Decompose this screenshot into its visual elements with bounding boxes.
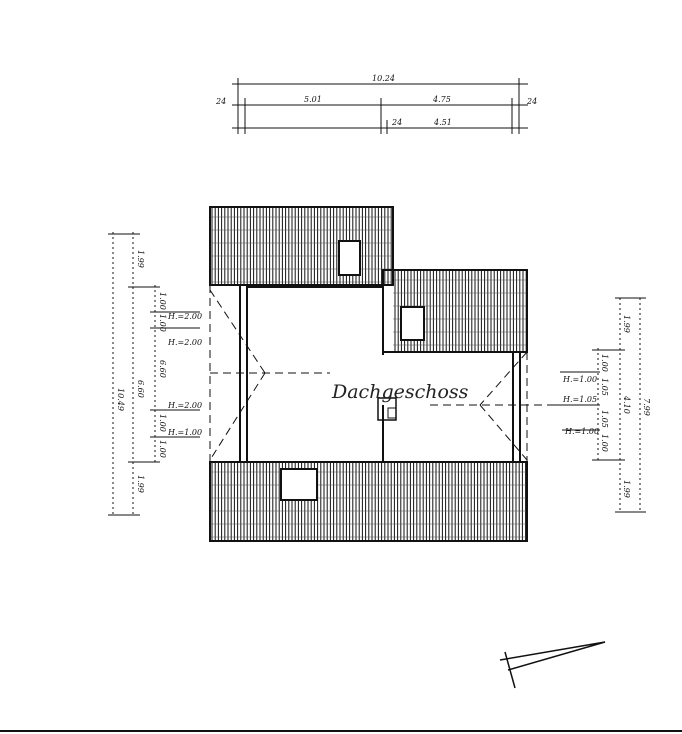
dim-small: 1.00 xyxy=(600,354,609,372)
dim-small: 1.05 xyxy=(600,378,609,396)
dim-wall-right: 24 xyxy=(526,97,537,106)
roof-window xyxy=(400,306,425,341)
dim-small: 1.00 xyxy=(158,292,167,310)
dim-height: H.=1.00 xyxy=(167,428,202,437)
roof-top-left xyxy=(209,206,394,286)
dim-overall-depth: 7.99 xyxy=(642,398,651,416)
dim-height: H.=1.00 xyxy=(562,375,597,384)
dim-overall-width: 10.24 xyxy=(372,74,395,83)
dim-inner-depth: 4.10 xyxy=(622,395,631,414)
dim-small: 1.00 xyxy=(158,314,167,332)
dim-height: H.=2.00 xyxy=(167,312,202,321)
dim-wall-left: 24 xyxy=(215,97,226,106)
dim-bottom: 1.99 xyxy=(136,475,145,493)
dim-height: H.=1.00 xyxy=(564,427,599,436)
dim-height: H.=2.00 xyxy=(167,338,202,347)
roof-hatching xyxy=(210,207,527,541)
dim-lower-right-segment: 4.51 xyxy=(433,118,452,127)
dim-inner-depth: 6.60 xyxy=(136,380,145,398)
dim-left-segment: 5.01 xyxy=(304,95,322,104)
dim-top: 1.99 xyxy=(622,315,631,333)
dim-overall-depth: 10.49 xyxy=(116,388,125,411)
dim-right-segment: 4.75 xyxy=(432,95,451,104)
floor-title: Dachgeschoss xyxy=(331,381,469,403)
dim-bottom: 1.99 xyxy=(622,480,631,498)
roof-window xyxy=(338,240,361,276)
roof-bottom xyxy=(209,461,528,542)
dim-top: 1.99 xyxy=(136,250,145,268)
right-dimension-chain xyxy=(548,297,646,513)
north-arrow-icon xyxy=(499,641,606,689)
dim-small: 1.00 xyxy=(158,414,167,432)
roof-window xyxy=(280,468,318,501)
dim-height: H.=1.05 xyxy=(562,395,597,404)
dim-small: 1.00 xyxy=(158,440,167,458)
left-dimension-chain xyxy=(108,232,200,517)
dim-inner-small: 6.60 xyxy=(158,360,167,378)
dim-height: H.=2.00 xyxy=(167,401,202,410)
dim-wall-mid: 24 xyxy=(391,118,402,127)
dim-small: 1.00 xyxy=(600,434,609,452)
top-dimension-chain xyxy=(232,78,528,134)
dim-small: 1.05 xyxy=(600,410,609,428)
